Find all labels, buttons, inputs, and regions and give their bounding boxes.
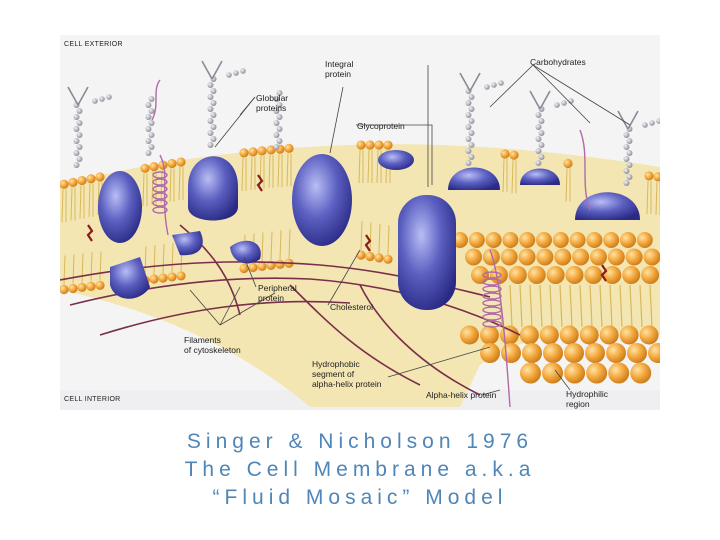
integral-protein-center [292, 154, 352, 246]
label-filaments-2: of cytoskeleton [184, 345, 241, 355]
label-hydrophobic-2: segment of [312, 369, 355, 379]
peripheral-protein-b [172, 231, 203, 256]
label-cell-interior: CELL INTERIOR [64, 396, 121, 403]
label-hydrophilic-2: region [566, 399, 590, 409]
label-integral-protein-2: protein [325, 69, 351, 79]
label-globular-proteins-2: proteins [256, 103, 286, 113]
globular-protein-d [575, 192, 640, 220]
label-hydrophobic-3: alpha-helix protein [312, 379, 382, 389]
label-integral-protein-1: Integral [325, 59, 353, 69]
glycoprotein-head [448, 167, 500, 190]
integral-protein-large [398, 195, 456, 310]
label-globular-proteins-1: Globular [256, 93, 288, 103]
globular-protein-c [520, 168, 560, 185]
caption-line-1: Singer & Nicholson 1976 [186, 430, 534, 453]
membrane-illustration: CELL EXTERIOR CELL INTERIOR Integral pro… [60, 35, 660, 410]
alpha-helix [151, 79, 591, 408]
peripheral-protein-c [230, 240, 261, 264]
caption-line-2: The Cell Membrane a.k.a [184, 458, 536, 481]
label-hydrophobic-1: Hydrophobic [312, 359, 360, 369]
label-leader-lines [189, 64, 631, 396]
carbohydrate-chains [67, 60, 660, 186]
membrane-diagram: CELL EXTERIOR CELL INTERIOR Integral pro… [60, 35, 660, 410]
label-hydrophilic-1: Hydrophilic [566, 389, 609, 399]
slide-caption: Singer & Nicholson 1976 The Cell Membran… [0, 428, 720, 512]
label-carbohydrates: Carbohydrates [530, 57, 586, 67]
integral-protein-left [98, 171, 142, 243]
peripheral-proteins [110, 231, 261, 299]
label-alpha-helix-protein: Alpha-helix protein [426, 390, 497, 400]
cholesterol-molecules [86, 174, 608, 282]
label-peripheral-protein-1: Peripheral [258, 283, 297, 293]
diagram-labels: CELL EXTERIOR CELL INTERIOR Integral pro… [64, 41, 609, 409]
label-glycoprotein: Glycoprotein [357, 121, 405, 131]
label-cell-exterior: CELL EXTERIOR [64, 41, 123, 48]
label-peripheral-protein-2: protein [258, 293, 284, 303]
globular-protein-b [378, 150, 414, 170]
lipid-heads-inner [60, 232, 660, 384]
label-cholesterol: Cholesterol [330, 302, 373, 312]
caption-line-3: “Fluid Mosaic” Model [212, 486, 508, 509]
integral-proteins [98, 150, 640, 310]
label-filaments-1: Filaments [184, 335, 221, 345]
peripheral-protein-a [110, 257, 150, 299]
globular-protein-a [188, 156, 238, 221]
